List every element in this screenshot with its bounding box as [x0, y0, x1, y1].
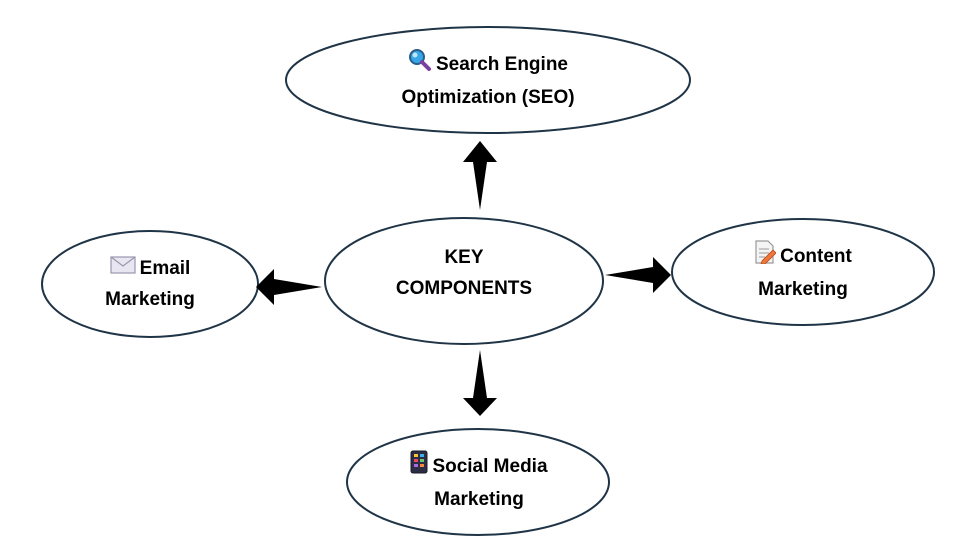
center-ellipse	[324, 217, 604, 345]
arrow-right	[605, 257, 671, 293]
content-ellipse	[671, 218, 935, 326]
social-ellipse	[346, 428, 610, 536]
arrow-down	[463, 350, 497, 416]
arrow-up	[463, 141, 497, 210]
seo-ellipse	[285, 26, 691, 134]
arrow-left	[256, 269, 322, 305]
email-ellipse	[41, 230, 259, 338]
